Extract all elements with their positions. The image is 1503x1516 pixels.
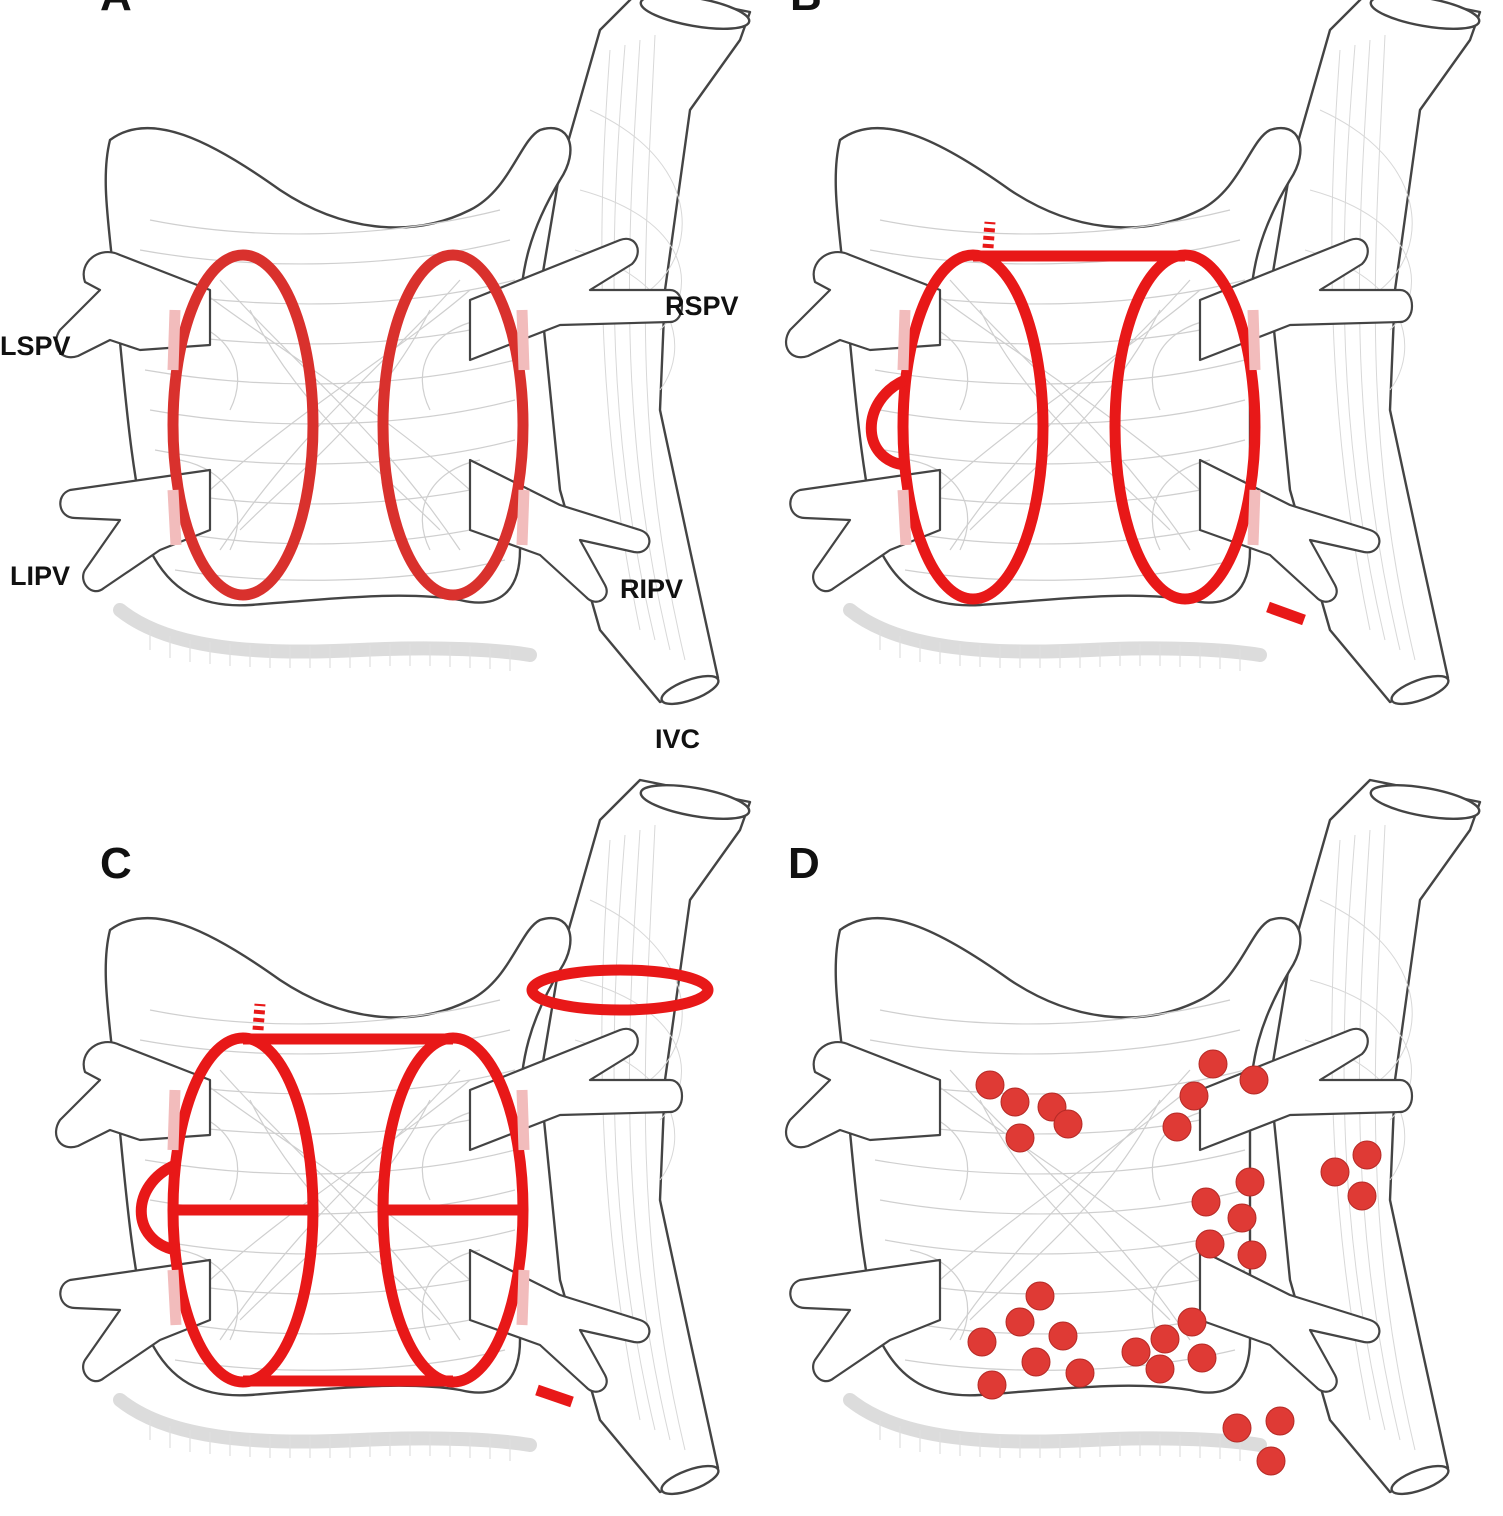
- label-ripv: RIPV: [620, 574, 683, 604]
- left-pv-encircling-lesion: [167, 249, 319, 601]
- heart-drawing-c: [56, 779, 752, 1500]
- label-ivc: IVC: [655, 724, 700, 754]
- lesion-gap-marks-c: [167, 1089, 530, 1326]
- cti-lesion-mark: [535, 1384, 574, 1408]
- label-lspv: LSPV: [0, 331, 71, 361]
- label-lipv: LIPV: [10, 561, 70, 591]
- panel-a: A LSPV LIPV RSPV RIPV IVC: [0, 0, 752, 754]
- panel-letter-a: A: [100, 0, 132, 20]
- cti-lesion-mark: [1266, 601, 1306, 626]
- panel-d: D: [786, 779, 1482, 1500]
- mitral-isthmus-lesion: [865, 374, 908, 471]
- right-pv-encircling-lesion: [377, 249, 529, 601]
- lesion-gap-marks-a: [167, 309, 530, 546]
- label-rspv: RSPV: [665, 291, 739, 321]
- svc-isolation-lesion: [526, 964, 714, 1016]
- heart-drawing-d: [786, 779, 1482, 1500]
- heart-drawing-b: [786, 0, 1482, 710]
- panel-letter-b: B: [790, 0, 822, 20]
- lesion-gap-marks-b: [897, 309, 1261, 546]
- panel-c: C: [56, 779, 752, 1500]
- mitral-isthmus-lesion: [135, 1159, 178, 1256]
- ganglionated-plexi-dots: [967, 1049, 1382, 1476]
- panel-letter-c: C: [100, 839, 132, 888]
- panel-letter-d: D: [788, 839, 820, 888]
- panel-b: B: [786, 0, 1482, 710]
